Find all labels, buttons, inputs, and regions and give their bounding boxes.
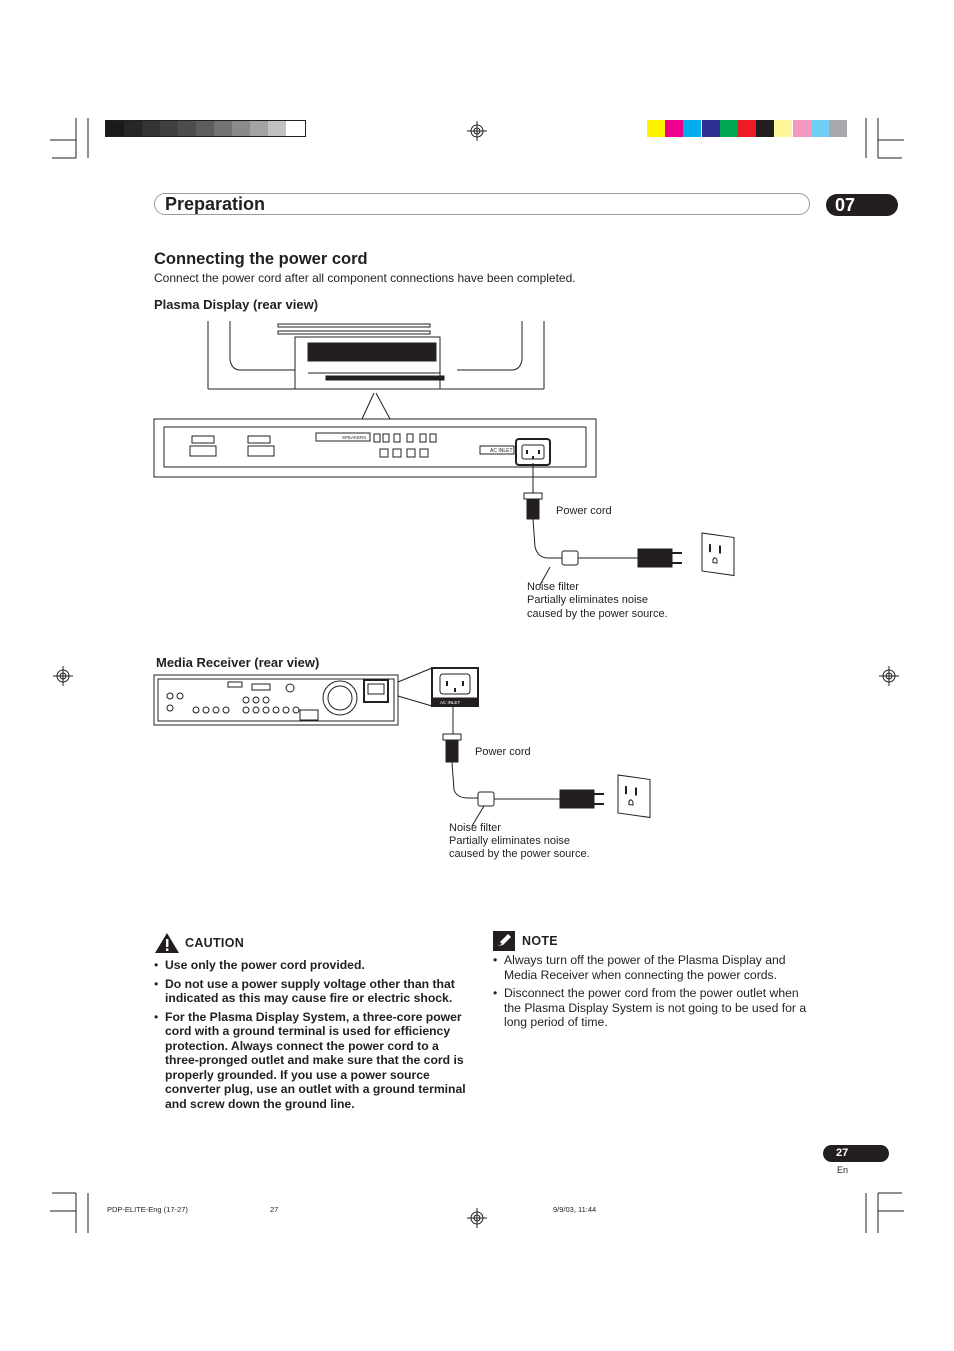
receiver-heading: Media Receiver (rear view) bbox=[156, 655, 320, 670]
ac-inlet-label-art: AC INLET bbox=[490, 448, 513, 454]
color-swatch bbox=[665, 120, 684, 137]
plasma-noise-filter-desc-1: Partially eliminates noise bbox=[527, 594, 649, 606]
color-swatch bbox=[647, 120, 665, 137]
speakers-label-art: SPEAKERS bbox=[342, 435, 366, 440]
color-swatch bbox=[774, 120, 793, 137]
caution-item: Do not use a power supply voltage other … bbox=[154, 977, 472, 1006]
color-swatch bbox=[701, 120, 720, 137]
plasma-noise-filter-label: Noise filter bbox=[527, 581, 579, 593]
receiver-noise-filter-desc-1: Partially eliminates noise bbox=[449, 835, 571, 847]
caution-item: For the Plasma Display System, a three-c… bbox=[154, 1010, 472, 1112]
intro-text: Connect the power cord after all compone… bbox=[154, 271, 576, 285]
color-swatch bbox=[756, 120, 775, 137]
language-label: En bbox=[837, 1165, 849, 1175]
gray-swatch bbox=[268, 121, 286, 136]
note-item: Always turn off the power of the Plasma … bbox=[493, 953, 813, 982]
gray-swatch bbox=[160, 121, 178, 136]
color-swatch bbox=[683, 120, 702, 137]
receiver-noise-filter-desc-2: caused by the power source. bbox=[449, 848, 590, 860]
receiver-power-cord-label: Power cord bbox=[475, 746, 531, 758]
receiver-ac-inlet-label-art: AC INLET bbox=[440, 700, 461, 705]
page-title: Connecting the power cord bbox=[154, 250, 368, 268]
caution-list: Use only the power cord provided. Do not… bbox=[154, 958, 472, 1115]
plasma-heading: Plasma Display (rear view) bbox=[154, 297, 319, 312]
media-receiver-rear-illustration: AC INLET bbox=[153, 667, 651, 827]
gray-swatch bbox=[106, 121, 124, 136]
gray-swatch bbox=[232, 121, 250, 136]
gray-swatch bbox=[250, 121, 268, 136]
plasma-noise-filter-desc-2: caused by the power source. bbox=[527, 608, 668, 620]
footer-date: 9/9/03, 11:44 bbox=[553, 1205, 597, 1214]
chapter-number-badge: 07 bbox=[826, 194, 898, 216]
note-list: Always turn off the power of the Plasma … bbox=[493, 953, 813, 1034]
color-swatch bbox=[792, 120, 811, 137]
page-number-badge: 27 bbox=[823, 1145, 889, 1162]
color-swatch bbox=[738, 120, 756, 137]
section-title: Preparation bbox=[165, 194, 266, 214]
section-header-bar bbox=[154, 193, 810, 215]
color-swatch bbox=[810, 120, 829, 137]
gray-swatch bbox=[124, 121, 142, 136]
caution-item: Use only the power cord provided. bbox=[154, 958, 472, 973]
gray-swatch bbox=[178, 121, 196, 136]
color-swatch bbox=[719, 120, 738, 137]
footer-filename: PDP-ELITE-Eng (17-27) bbox=[107, 1205, 188, 1214]
gray-calibration-bar bbox=[105, 120, 306, 137]
plasma-display-rear-illustration: SPEAKERS AC INLET bbox=[153, 321, 735, 586]
gray-swatch bbox=[142, 121, 160, 136]
footer-page: 27 bbox=[270, 1205, 279, 1214]
plasma-power-cord-label: Power cord bbox=[556, 505, 612, 517]
gray-swatch bbox=[196, 121, 214, 136]
warning-triangle-icon bbox=[155, 933, 179, 953]
note-heading: NOTE bbox=[522, 934, 558, 948]
color-swatch bbox=[829, 120, 847, 137]
receiver-noise-filter-label: Noise filter bbox=[449, 822, 501, 834]
color-calibration-bar bbox=[647, 120, 847, 137]
caution-heading: CAUTION bbox=[185, 936, 245, 950]
pencil-note-icon bbox=[493, 931, 515, 951]
gray-swatch bbox=[214, 121, 232, 136]
gray-swatch bbox=[286, 121, 304, 136]
note-item: Disconnect the power cord from the power… bbox=[493, 986, 813, 1030]
